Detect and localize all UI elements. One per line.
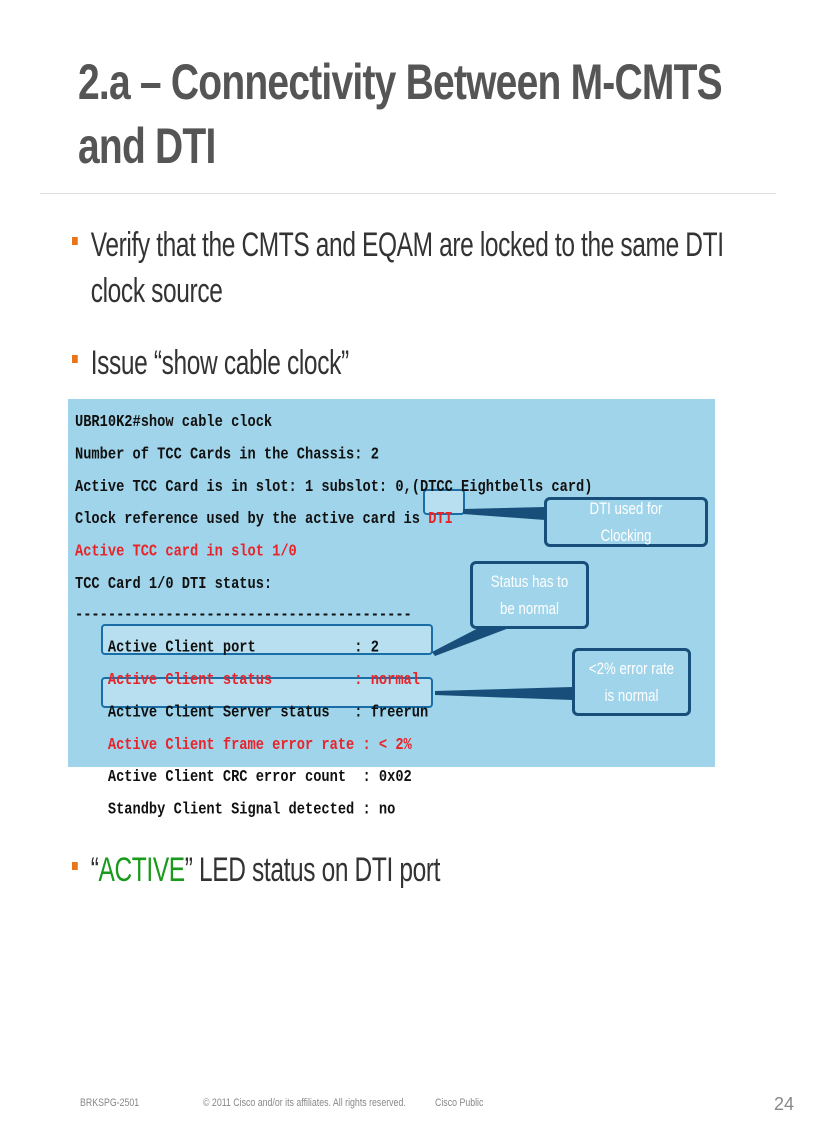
clock-reference-value: DTI [428, 510, 453, 529]
footer-classification: Cisco Public [435, 1097, 484, 1109]
terminal-output: UBR10K2#show cable clock Number of TCC C… [68, 399, 715, 819]
callout-text: DTI used for Clocking [589, 499, 663, 545]
terminal-line: Active Client CRC error count : 0x02 [75, 769, 412, 788]
terminal-line: TCC Card 1/0 DTI status: [75, 575, 273, 594]
bullet-marker-icon [72, 862, 78, 871]
dti-highlight [423, 489, 465, 515]
bullet-text: ” LED status on DTI port [184, 851, 441, 889]
terminal-line-red: Active Client frame error rate : < 2% [75, 736, 412, 755]
error-rate-highlight [101, 677, 433, 708]
terminal-line: Active Client port : 2 [75, 640, 379, 659]
connector-dti [463, 507, 545, 520]
active-highlight: ACTIVE [98, 851, 186, 889]
slide-title: 2.a – Connectivity Between M-CMTS and DT… [78, 50, 723, 178]
title-divider [40, 193, 776, 194]
terminal-line-red: Active Client status : normal [75, 672, 420, 691]
title-line-1: 2.a – Connectivity Between M-CMTS [78, 54, 723, 110]
callout-dti: DTI used for Clocking [544, 497, 708, 547]
callout-text: Status has to be normal [490, 572, 569, 618]
connector-status [432, 622, 525, 656]
terminal-line: Number of TCC Cards in the Chassis: 2 [75, 446, 379, 465]
callout-status: Status has to be normal [470, 561, 589, 629]
bullet-text: Issue “show cable clock” [90, 344, 349, 382]
terminal-separator: ----------------------------------------… [75, 607, 412, 626]
title-line-2: and DTI [78, 118, 216, 174]
terminal-line: Active TCC Card is in slot: 1 subslot: 0… [75, 478, 593, 497]
bullet-text-cont: clock source [90, 272, 223, 310]
bullet-marker-icon [72, 237, 78, 246]
bullet-marker-icon [72, 355, 78, 364]
terminal-line: Active Client Server status : freerun [75, 704, 429, 723]
terminal-text: UBR10K2#show cable clock Number of TCC C… [75, 408, 592, 828]
bullet-text: Verify that the CMTS and EQAM are locked… [90, 226, 724, 264]
connector-error [435, 687, 572, 700]
bullet-issue: Issue “show cable clock” [72, 340, 349, 386]
terminal-line-red: Active TCC card in slot 1/0 [75, 543, 297, 562]
page-number: 24 [774, 1094, 795, 1114]
footer-copyright: © 2011 Cisco and/or its affiliates. All … [203, 1097, 406, 1109]
callout-text: <2% error rate is normal [588, 659, 675, 705]
terminal-line: Standby Client Signal detected : no [75, 801, 396, 820]
status-highlight [101, 624, 433, 655]
callout-error-rate: <2% error rate is normal [572, 648, 691, 716]
bullet-verify: Verify that the CMTS and EQAM are locked… [72, 222, 724, 314]
terminal-line: UBR10K2#show cable clock [75, 414, 273, 432]
quote-open: “ [90, 851, 99, 889]
bullet-active-led: “ACTIVE” LED status on DTI port [72, 847, 440, 893]
footer-session-id: BRKSPG-2501 [80, 1097, 140, 1109]
terminal-line: Clock reference used by the active card … [75, 510, 429, 529]
